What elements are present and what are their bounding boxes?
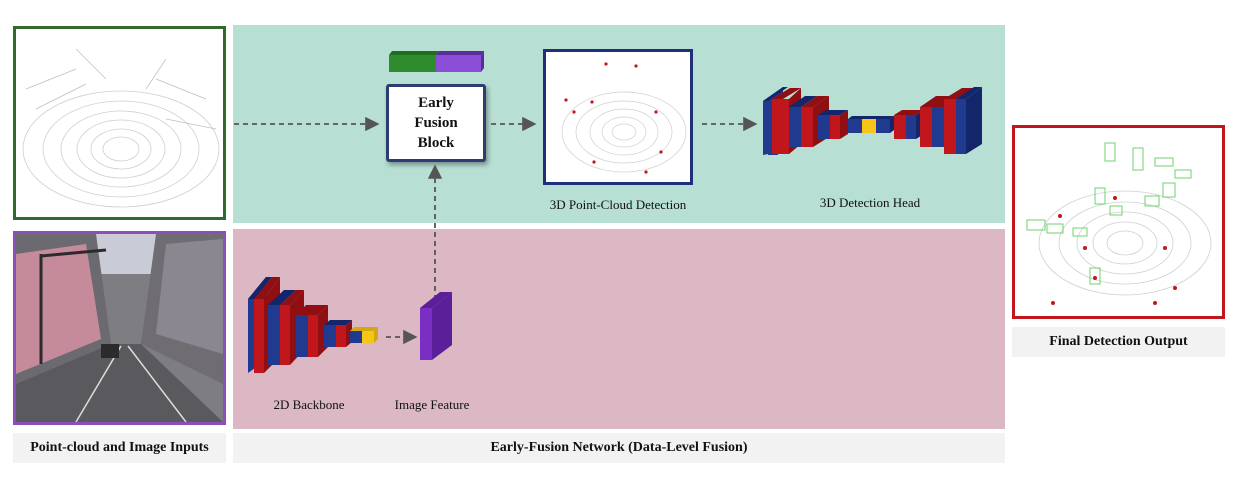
camera-image-input xyxy=(13,231,226,425)
point-cloud-detection-image xyxy=(543,49,693,185)
label-image-feature: Image Feature xyxy=(394,397,470,412)
backbone-2d-network xyxy=(248,277,378,373)
caption-inputs-text: Point-cloud and Image Inputs xyxy=(30,440,209,455)
caption-network-text: Early-Fusion Network (Data-Level Fusion) xyxy=(490,440,748,455)
caption-inputs: Point-cloud and Image Inputs xyxy=(13,433,226,463)
caption-network: Early-Fusion Network (Data-Level Fusion) xyxy=(233,433,1005,463)
detection-head-network xyxy=(763,87,982,155)
final-detection-output-image xyxy=(1012,125,1225,319)
point-cloud-input xyxy=(13,26,226,220)
image-feature-block xyxy=(420,292,452,360)
fusion-block-line-3: Block xyxy=(417,135,455,151)
caption-output: Final Detection Output xyxy=(1012,327,1225,357)
caption-output-text: Final Detection Output xyxy=(1049,334,1188,349)
label-backbone-2d: 2D Backbone xyxy=(273,397,345,412)
label-pc-detection: 3D Point-Cloud Detection xyxy=(549,197,687,212)
fusion-block-line-1: Early xyxy=(418,95,454,111)
fused-feature-bar xyxy=(389,51,484,72)
early-fusion-block: Early Fusion Block xyxy=(386,84,486,162)
fusion-block-line-2: Fusion xyxy=(414,115,458,131)
label-detection-head: 3D Detection Head xyxy=(819,195,921,210)
